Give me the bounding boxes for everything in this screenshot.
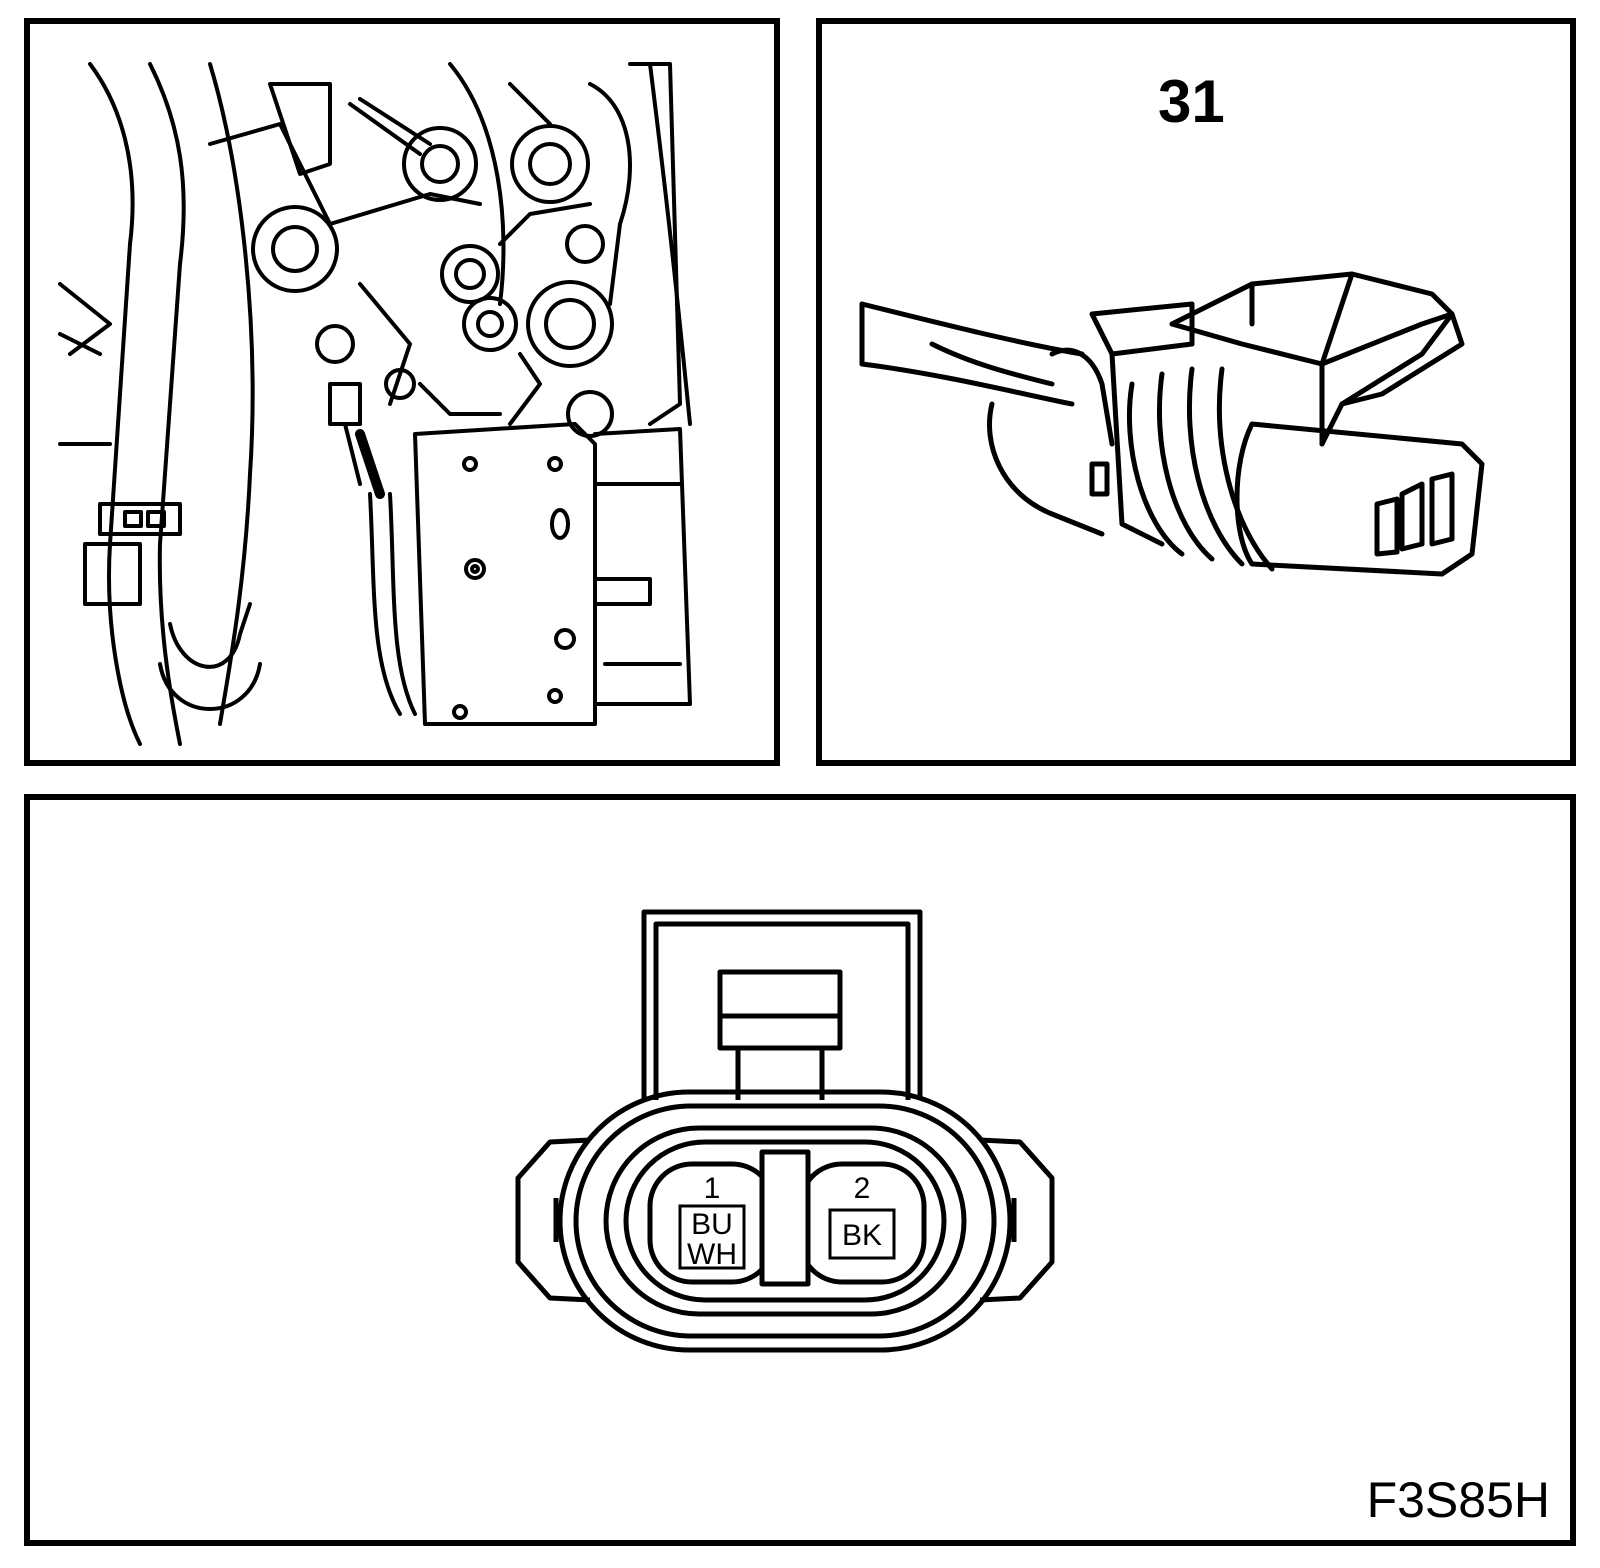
inner-seal bbox=[603, 1125, 967, 1317]
pin-1-color-box bbox=[678, 1204, 746, 1270]
connector-number: 31 bbox=[1158, 68, 1225, 135]
pin-2-color-box bbox=[828, 1208, 896, 1260]
connector-perspective-panel: 31 bbox=[816, 18, 1576, 766]
pin-1-color-line-2: WH bbox=[687, 1238, 737, 1271]
figure-code: F3S85H bbox=[1366, 1472, 1550, 1528]
center-key bbox=[759, 1149, 811, 1287]
latch-housing-outline bbox=[641, 909, 923, 1100]
connector-3d-illustration bbox=[859, 271, 1485, 577]
pin-2-color-line-1: BK bbox=[842, 1219, 882, 1252]
engine-location-panel bbox=[24, 18, 780, 766]
pin-1-color-line-1: BU bbox=[691, 1208, 733, 1241]
connector-face-panel: 1 BU WH 2 BK F3S85H bbox=[24, 794, 1576, 1546]
pin-2-number: 2 bbox=[854, 1172, 871, 1205]
connector-face-view: 1 BU WH 2 BK bbox=[515, 909, 1055, 1353]
outer-shell bbox=[557, 1089, 1013, 1353]
pin-1-number: 1 bbox=[704, 1172, 721, 1205]
left-ear bbox=[515, 1137, 591, 1303]
engine-bay-illustration bbox=[58, 62, 692, 746]
right-ear bbox=[979, 1137, 1055, 1303]
